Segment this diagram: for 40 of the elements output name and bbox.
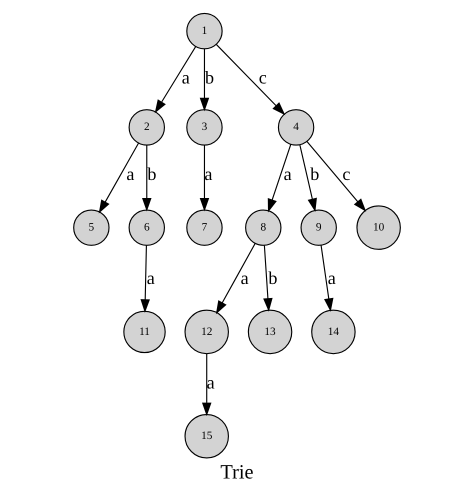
- edge-label: c: [342, 163, 350, 184]
- edge-label: a: [328, 268, 336, 288]
- arrow: [216, 242, 256, 314]
- edge-label: c: [258, 67, 267, 88]
- edge-label: a: [146, 268, 155, 288]
- node-circle: 13: [248, 309, 292, 354]
- edge-label: a: [182, 67, 190, 88]
- node-circle: 7: [186, 208, 223, 246]
- arrow: [154, 46, 196, 113]
- edge-label: b: [268, 268, 278, 288]
- arrow: [200, 144, 210, 212]
- node-circle: 10: [356, 204, 401, 250]
- arrow: [268, 144, 292, 212]
- arrow: [98, 142, 140, 213]
- edge-label: a: [240, 268, 249, 288]
- node-circle: 3: [186, 108, 223, 146]
- arrow: [263, 245, 273, 312]
- node-circle: 6: [128, 208, 165, 246]
- arrow: [200, 48, 210, 111]
- edge-label: a: [204, 163, 212, 184]
- arrow: [140, 245, 150, 312]
- node-circle: 4: [278, 108, 314, 146]
- node-circle: 15: [184, 413, 229, 458]
- node-circle: 9: [300, 208, 337, 246]
- node-circle: 11: [123, 310, 166, 353]
- node-circle: 2: [128, 108, 165, 146]
- arrow: [299, 144, 317, 212]
- caption: Trie: [220, 461, 254, 484]
- node-circle: 12: [184, 309, 229, 354]
- node-circle: 1: [186, 12, 223, 49]
- edge-label: b: [310, 163, 320, 184]
- arrow: [306, 140, 366, 212]
- node-circle: 5: [73, 208, 110, 246]
- node-circle: 8: [245, 208, 282, 246]
- edge-label: a: [126, 163, 134, 184]
- arrow: [216, 44, 286, 115]
- node-circle: 14: [311, 309, 356, 354]
- edge-label: a: [284, 163, 292, 184]
- edge-label: b: [205, 67, 214, 88]
- arrow: [320, 244, 334, 312]
